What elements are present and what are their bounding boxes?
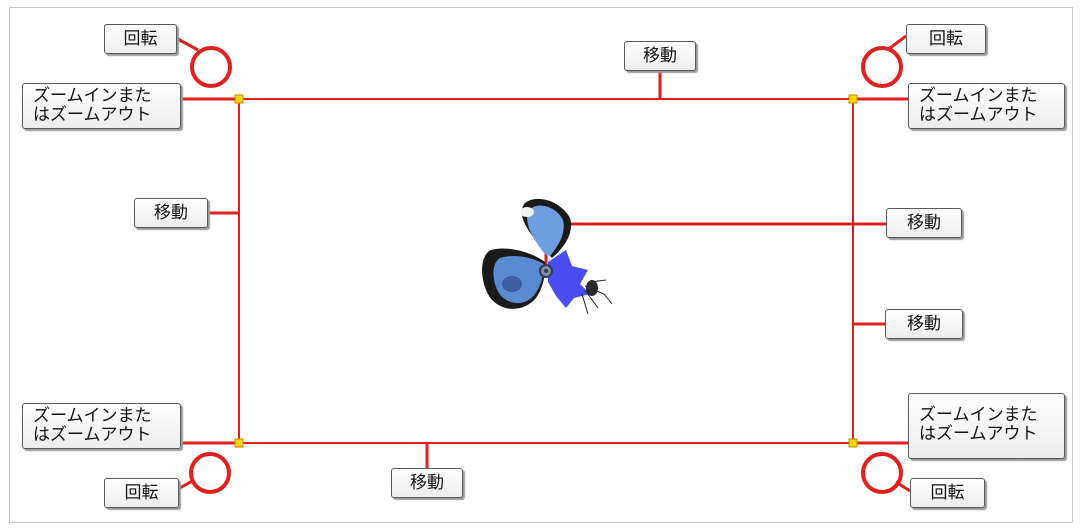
rotate-label-bottom-left: 回転 xyxy=(104,478,179,508)
rotation-handle-icon[interactable] xyxy=(189,452,231,494)
scale-handle-icon[interactable] xyxy=(234,438,244,448)
zoom-label-bottom-right: ズームインまた はズームアウト xyxy=(908,393,1065,459)
connector-rotate-tl xyxy=(175,36,199,52)
rotation-handle-icon[interactable] xyxy=(190,46,232,88)
move-label-center: 移動 xyxy=(886,208,962,238)
zoom-label-top-left: ズームインまた はズームアウト xyxy=(22,83,181,129)
rotation-handle-icon[interactable] xyxy=(861,452,903,494)
transform-bounding-box[interactable] xyxy=(238,98,854,444)
move-label-right: 移動 xyxy=(885,309,963,339)
rotate-label-top-left: 回転 xyxy=(104,24,177,54)
connector-rotate-tr xyxy=(889,34,907,50)
rotation-handle-icon[interactable] xyxy=(861,46,903,88)
zoom-label-bottom-left: ズームインまた はズームアウト xyxy=(22,403,181,449)
pivot-icon[interactable] xyxy=(539,264,553,278)
canvas-frame xyxy=(9,7,1073,523)
zoom-label-top-right: ズームインまた はズームアウト xyxy=(908,83,1065,129)
move-label-bottom: 移動 xyxy=(391,468,463,498)
butterfly-icon[interactable] xyxy=(482,198,613,315)
move-label-top: 移動 xyxy=(624,41,696,71)
scale-handle-icon[interactable] xyxy=(848,94,858,104)
rotate-label-bottom-right: 回転 xyxy=(910,478,985,508)
rotate-label-top-right: 回転 xyxy=(906,24,986,54)
scale-handle-icon[interactable] xyxy=(234,94,244,104)
scale-handle-icon[interactable] xyxy=(848,438,858,448)
move-label-left: 移動 xyxy=(134,198,208,228)
connector-move-center xyxy=(544,222,888,265)
